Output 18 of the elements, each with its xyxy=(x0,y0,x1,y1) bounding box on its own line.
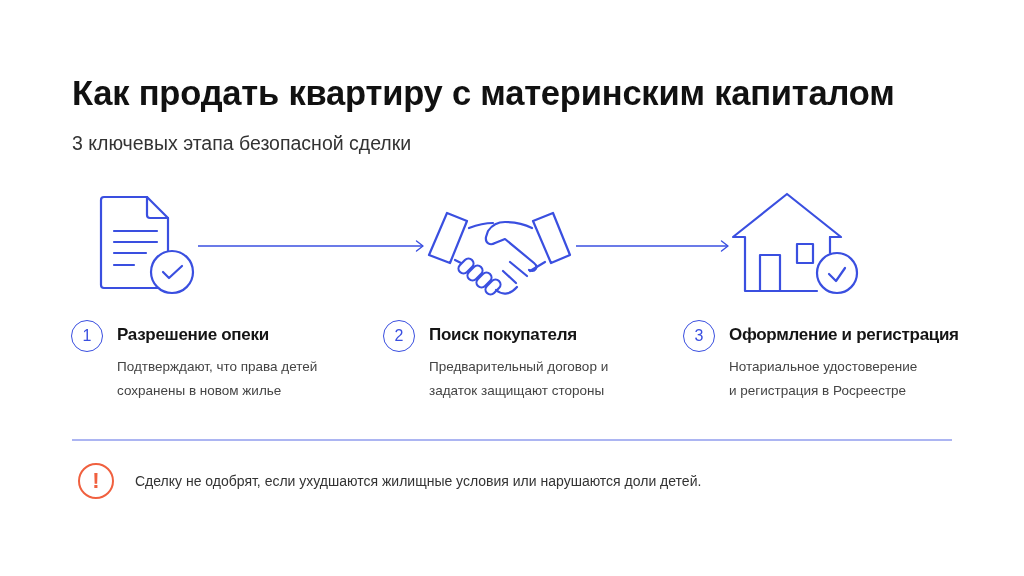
document-check-icon xyxy=(99,195,195,296)
step-description: Подтверждают, что права детей сохранены в новом жилье xyxy=(117,358,319,400)
title: Как продать квартиру с материнским капиталом xyxy=(72,73,895,113)
step-description: Предварительный договор и задаток защищают стороны xyxy=(429,358,610,400)
step-number: 3 xyxy=(683,320,715,352)
warning-sign: ! xyxy=(78,463,114,499)
step-title: Разрешение опеки xyxy=(117,324,270,346)
step-number: 1 xyxy=(71,320,103,352)
house-check-icon xyxy=(731,192,859,296)
arrow xyxy=(575,240,729,252)
arrow xyxy=(197,240,424,252)
step-title: Поиск покупателя xyxy=(429,324,578,346)
step-title: Оформление и регистрация xyxy=(729,324,960,346)
handshake-icon xyxy=(426,210,573,299)
step-number: 2 xyxy=(383,320,415,352)
step-description: Нотариальное удостоверение и регистрация в Росреестре xyxy=(729,358,919,400)
subtitle: 3 ключевых этапа безопасной сделки xyxy=(72,131,412,155)
warning-text: Сделку не одобрят, если ухудшаются жилищные условия или нарушаются доли детей. xyxy=(135,472,703,491)
